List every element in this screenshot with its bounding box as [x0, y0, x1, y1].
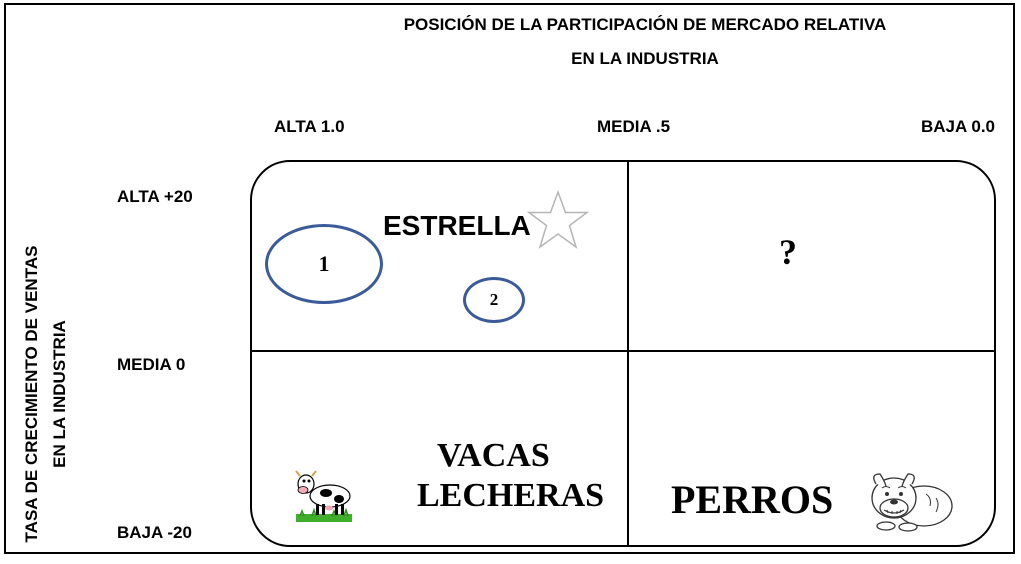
- horizontal-divider: [250, 350, 996, 352]
- diagram-title-line1: POSICIÓN DE LA PARTICIPACIÓN DE MERCADO …: [403, 15, 887, 34]
- diagram-frame: [4, 3, 1015, 554]
- y-axis-title-line1: TASA DE CRECIMIENTO DE VENTAS: [22, 245, 41, 543]
- x-tick-media: MEDIA .5: [597, 117, 671, 136]
- quadrant-label-lecheras: LECHERAS: [417, 477, 605, 514]
- cow-icon: [295, 470, 352, 522]
- x-tick-alta: ALTA 1.0: [274, 117, 345, 136]
- bcg-matrix-grid: [250, 160, 996, 547]
- quadrant-label-vacas: VACAS: [437, 437, 550, 474]
- y-tick-baja: BAJA -20: [117, 523, 192, 542]
- diagram-title-line2: EN LA INDUSTRIA: [571, 49, 719, 68]
- y-tick-media: MEDIA 0: [117, 355, 186, 374]
- vertical-divider: [627, 160, 629, 547]
- star-icon: [526, 189, 590, 249]
- quadrant-label-perros: PERROS: [671, 477, 834, 522]
- y-tick-alta: ALTA +20: [117, 187, 193, 206]
- y-axis-title: TASA DE CRECIMIENTO DE VENTAS EN LA INDU…: [18, 224, 78, 564]
- bubble-1: 1: [265, 224, 383, 304]
- bubble-2: 2: [463, 277, 525, 323]
- quadrant-label-question: ?: [779, 232, 797, 272]
- y-axis-title-line2: EN LA INDUSTRIA: [50, 320, 69, 468]
- x-tick-baja: BAJA 0.0: [921, 117, 996, 136]
- quadrant-label-estrella: ESTRELLA: [383, 210, 531, 241]
- bulldog-icon: [871, 473, 953, 532]
